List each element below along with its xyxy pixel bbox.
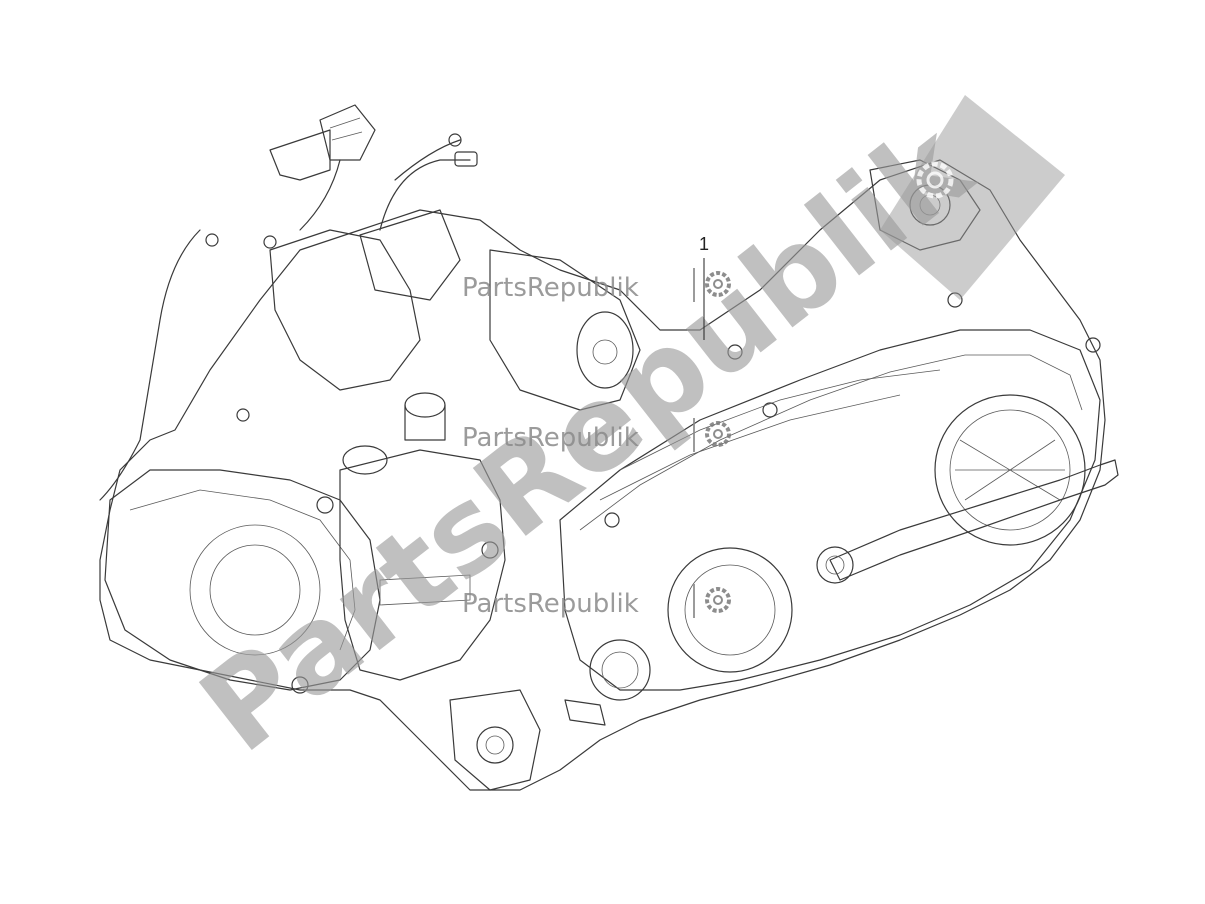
engine-assembly-drawing <box>99 104 1119 791</box>
watermark-text: PartsRepublik <box>462 423 639 453</box>
callout-label: 1 <box>699 234 709 254</box>
gear-icon <box>705 587 731 613</box>
bolt-markers <box>205 233 1101 694</box>
watermark-row-2: PartsRepublik <box>462 418 731 453</box>
callout-1[interactable]: 1 <box>699 234 709 340</box>
gear-icon <box>705 271 731 297</box>
watermark-text: PartsRepublik <box>462 589 639 619</box>
watermark-row-3: PartsRepublik <box>462 584 731 619</box>
watermark-gear-icon <box>916 161 954 199</box>
watermark-row-1: PartsRepublik <box>462 268 731 303</box>
watermark-text: PartsRepublik <box>462 273 639 303</box>
gear-icon <box>705 421 731 447</box>
watermark-stripe <box>880 95 1065 300</box>
